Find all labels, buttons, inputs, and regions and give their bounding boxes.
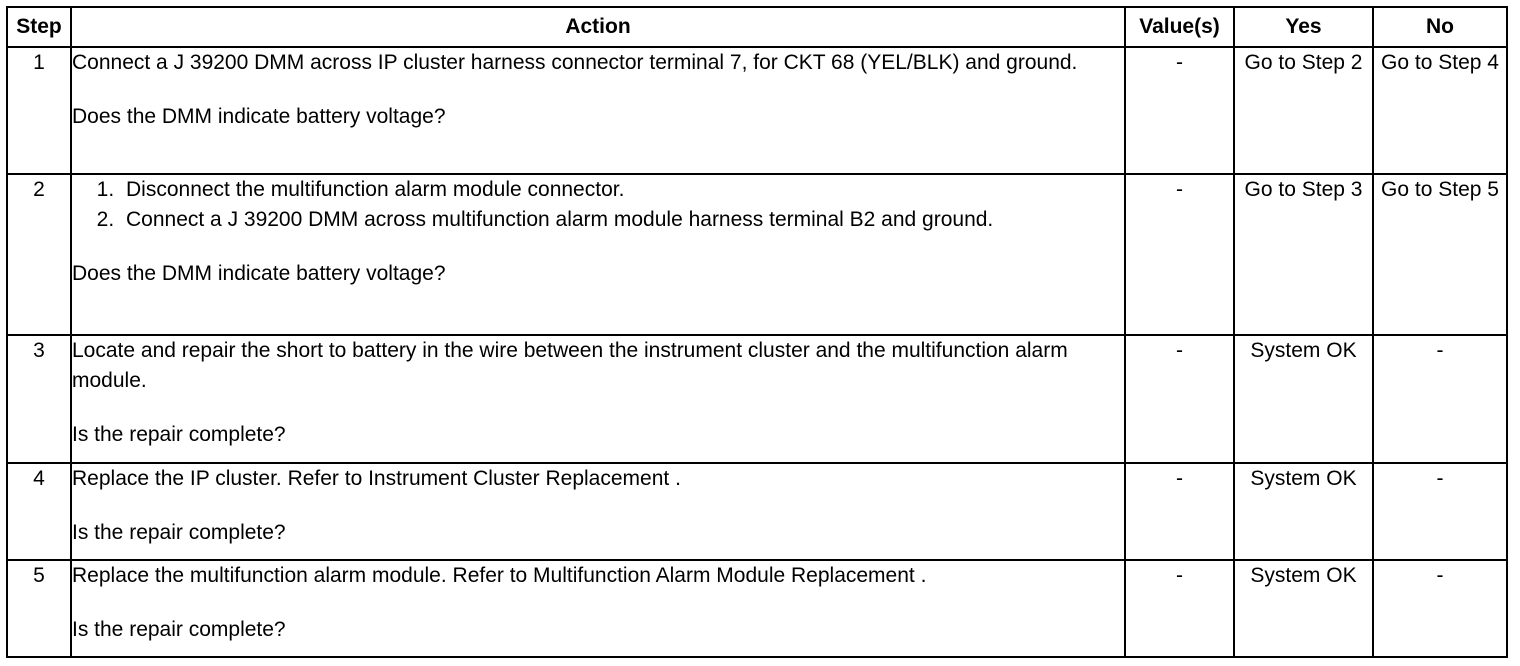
step-number: 5 xyxy=(6,558,72,659)
header-step: Step xyxy=(6,6,72,48)
action-question: Does the DMM indicate battery voltage? xyxy=(72,262,446,286)
action-question: Is the repair complete? xyxy=(72,520,286,544)
table-row: 3 Locate and repair the short to battery… xyxy=(6,334,1508,464)
value-cell: - xyxy=(1124,461,1235,561)
action-question: Does the DMM indicate battery voltage? xyxy=(72,105,446,128)
table-row: 2 Disconnect the multifunction alarm mod… xyxy=(6,173,1508,337)
value-cell: - xyxy=(1124,45,1235,176)
no-cell: Go to Step 5 xyxy=(1372,173,1508,337)
value-cell: - xyxy=(1124,334,1235,464)
value-cell: - xyxy=(1124,558,1235,659)
action-list-item: Connect a J 39200 DMM across multifuncti… xyxy=(120,205,1124,235)
yes-cell: System OK xyxy=(1233,558,1374,659)
step-number: 4 xyxy=(6,461,72,561)
value-cell: - xyxy=(1124,173,1235,337)
yes-cell: System OK xyxy=(1233,461,1374,561)
action-list: Disconnect the multifunction alarm modul… xyxy=(72,175,1124,235)
action-text: Replace the multifunction alarm module. … xyxy=(72,563,927,587)
header-no: No xyxy=(1372,6,1508,48)
table-row: 5 Replace the multifunction alarm module… xyxy=(6,558,1508,659)
header-action: Action xyxy=(70,6,1126,48)
table-row: 1 Connect a J 39200 DMM across IP cluste… xyxy=(6,45,1508,176)
action-cell: Locate and repair the short to battery i… xyxy=(70,334,1126,464)
action-cell: Replace the multifunction alarm module. … xyxy=(70,558,1126,659)
diagnostic-table: Step Action Value(s) Yes No 1 Connect a … xyxy=(6,6,1508,659)
step-number: 2 xyxy=(6,173,72,337)
action-question: Is the repair complete? xyxy=(72,617,286,641)
table-row: 4 Replace the IP cluster. Refer to Instr… xyxy=(6,461,1508,561)
yes-cell: Go to Step 3 xyxy=(1233,173,1374,337)
yes-cell: System OK xyxy=(1233,334,1374,464)
no-cell: Go to Step 4 xyxy=(1372,45,1508,176)
action-text: Connect a J 39200 DMM across IP cluster … xyxy=(72,51,1078,74)
action-cell: Disconnect the multifunction alarm modul… xyxy=(70,173,1126,337)
header-yes: Yes xyxy=(1233,6,1374,48)
action-text: Locate and repair the short to battery i… xyxy=(72,339,1068,393)
yes-cell: Go to Step 2 xyxy=(1233,45,1374,176)
action-text: Replace the IP cluster. Refer to Instrum… xyxy=(72,466,681,490)
header-row: Step Action Value(s) Yes No xyxy=(6,6,1508,48)
no-cell: - xyxy=(1372,461,1508,561)
action-list-item: Disconnect the multifunction alarm modul… xyxy=(120,175,1124,205)
no-cell: - xyxy=(1372,334,1508,464)
step-number: 3 xyxy=(6,334,72,464)
no-cell: - xyxy=(1372,558,1508,659)
step-number: 1 xyxy=(6,45,72,176)
action-cell: Replace the IP cluster. Refer to Instrum… xyxy=(70,461,1126,561)
header-values: Value(s) xyxy=(1124,6,1235,48)
action-cell: Connect a J 39200 DMM across IP cluster … xyxy=(70,45,1126,176)
action-question: Is the repair complete? xyxy=(72,423,286,447)
